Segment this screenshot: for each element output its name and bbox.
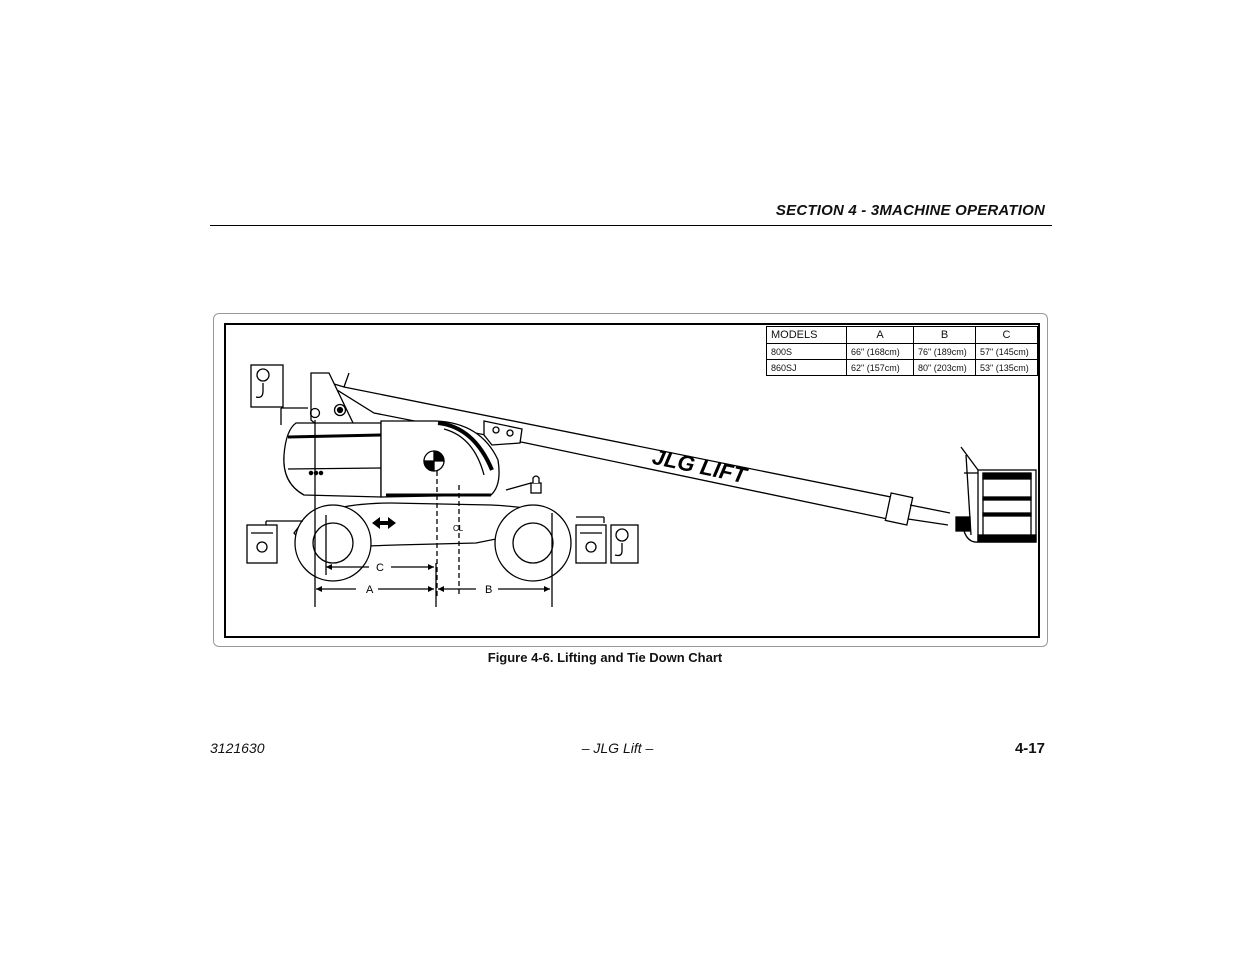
tie-down-icon bbox=[246, 524, 607, 564]
table-row: 860SJ 62" (157cm) 80" (203cm) 53" (135cm… bbox=[766, 359, 1038, 376]
table-cell: 800S bbox=[766, 343, 847, 360]
table-row: 800S 66" (168cm) 76" (189cm) 57" (145cm) bbox=[766, 343, 1038, 360]
rear-wheel bbox=[494, 504, 572, 582]
page-number: 4-17 bbox=[1014, 740, 1045, 757]
figure-caption: Figure 4-6. Lifting and Tie Down Chart bbox=[487, 650, 723, 665]
table-cell: 53" (135cm) bbox=[975, 359, 1038, 376]
models-dimension-table: MODELS A B C 800S 66" (168cm) 76" (189cm… bbox=[766, 326, 1038, 376]
table-header-row: MODELS A B C bbox=[766, 326, 1038, 344]
dimension-label-c: C bbox=[376, 562, 384, 574]
table-cell: 76" (189cm) bbox=[913, 343, 976, 360]
direction-arrow-icon bbox=[372, 517, 396, 529]
boom-logo: JLG LIFT bbox=[650, 444, 750, 489]
dimension-label-a: A bbox=[366, 584, 374, 596]
table-cell: 80" (203cm) bbox=[913, 359, 976, 376]
table-header-cell: MODELS bbox=[766, 326, 847, 344]
table-header-cell: C bbox=[975, 326, 1038, 344]
table-header-cell: B bbox=[913, 326, 976, 344]
header-rule bbox=[210, 225, 1052, 226]
section-title: SECTION 4 - 3MACHINE OPERATION bbox=[775, 202, 1045, 219]
table-cell: 860SJ bbox=[766, 359, 847, 376]
machine-drawing: C A B CL JLG LIFT bbox=[246, 364, 1037, 607]
table-header-cell: A bbox=[846, 326, 914, 344]
lift-point-icon bbox=[250, 364, 639, 564]
centerline-mark: CL bbox=[453, 524, 464, 533]
table-cell: 62" (157cm) bbox=[846, 359, 914, 376]
document-number: 3121630 bbox=[210, 740, 265, 756]
figure-frame: C A B CL JLG LIFT MODELS A B C 800S 66" … bbox=[213, 313, 1048, 647]
platform-basket bbox=[955, 446, 1037, 543]
footer-title: – JLG Lift – bbox=[581, 740, 654, 756]
table-cell: 57" (145cm) bbox=[975, 343, 1038, 360]
boom-tip bbox=[884, 492, 914, 526]
table-cell: 66" (168cm) bbox=[846, 343, 914, 360]
dimension-label-b: B bbox=[485, 584, 492, 596]
front-wheel bbox=[294, 504, 372, 582]
lock-icon bbox=[530, 475, 542, 494]
counterweight bbox=[283, 422, 382, 498]
figure-inner-border: C A B CL JLG LIFT MODELS A B C 800S 66" … bbox=[224, 323, 1040, 638]
